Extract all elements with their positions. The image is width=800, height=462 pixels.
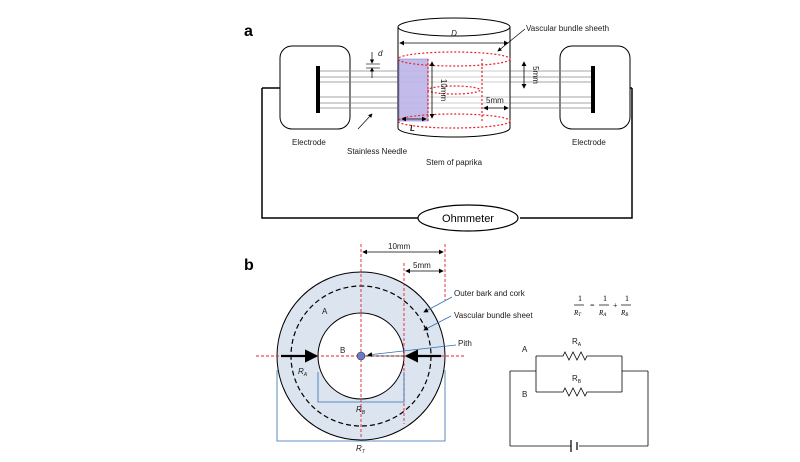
region-A-label: A: [322, 307, 328, 316]
circuit-R-B-label: RB: [572, 374, 582, 385]
eq-T: T: [578, 313, 582, 318]
R-A-label: RA: [298, 367, 308, 378]
circuit-R-A-label: RA: [572, 337, 582, 348]
outer-bark-pointer: [423, 296, 453, 313]
stem-cylinder-top: [397, 17, 511, 37]
R-B-subscript: B: [362, 410, 366, 416]
eq-numerator-3: 1: [625, 294, 629, 303]
panel-a-label: a: [244, 23, 253, 40]
eq-A: A: [602, 313, 607, 318]
circuit-node-A: A: [522, 345, 528, 354]
electrode-right-label: Electrode: [572, 138, 606, 147]
wire-right: [520, 88, 633, 219]
circuit-R-A-subscript: A: [578, 342, 582, 348]
circuit-R-A-symbol: R: [572, 337, 578, 346]
R-B-bracket: [317, 372, 405, 403]
circuit-R-B-subscript: B: [578, 379, 582, 385]
eq-R-B: R: [620, 309, 626, 317]
dim-L-label: L: [410, 124, 415, 133]
circuit-node-B: B: [522, 390, 527, 399]
electrode-left-box: [279, 45, 351, 130]
pith-center-dot: [356, 351, 366, 361]
vascular-bundle-region: [397, 51, 511, 129]
resistor-A: [536, 351, 622, 361]
R-T-bracket: [276, 370, 446, 442]
stainless-needle-pointer: [357, 113, 373, 130]
stem-of-paprika-label: Stem of paprika: [426, 158, 483, 167]
eq-plus: +: [613, 301, 618, 310]
panel-a: a Ohmmeter: [244, 17, 633, 232]
ohmmeter-label: Ohmmeter: [442, 213, 494, 225]
eq-numerator-2: 1: [603, 294, 607, 303]
eq-denominator-RB: RB: [620, 309, 628, 318]
electrode-left-label: Electrode: [292, 138, 326, 147]
eq-equals: =: [590, 301, 595, 310]
dim-5mm-vertical-label: 5mm: [531, 66, 540, 84]
dim-10mm-vertical-label: 10mm: [439, 79, 448, 102]
dim-10mm-label: 10mm: [388, 242, 411, 251]
dim-D-label: D: [451, 29, 457, 38]
panel-b: b 10mm 5mm A B RA RB: [244, 242, 533, 455]
eq-denominator-RT: RT: [573, 309, 582, 318]
panel-b-label: b: [244, 257, 254, 274]
stainless-needle-label: Stainless Needle: [347, 147, 408, 156]
R-T-label: RT: [356, 444, 366, 455]
ohmmeter: [417, 204, 519, 232]
vascular-bundle-sheet-label: Vascular bundle sheet: [454, 311, 533, 320]
R-T-symbol: R: [356, 444, 362, 453]
R-B-symbol: R: [356, 405, 362, 414]
equivalent-circuit: [509, 351, 649, 452]
pith-pointer: [367, 344, 457, 357]
region-B-label: B: [340, 346, 345, 355]
needle-penetration-region: [398, 58, 429, 122]
electrode-left-plate: [316, 66, 320, 113]
vascular-bundle-sheet-pointer: [423, 315, 452, 331]
R-A-subscript: A: [303, 372, 308, 378]
circuit-R-B-symbol: R: [572, 374, 578, 383]
vascular-bundle-sheeth-label: Vascular bundle sheeth: [526, 24, 609, 33]
R-T-subscript: T: [362, 449, 366, 455]
dim-5mm-horizontal-label: 5mm: [486, 96, 504, 105]
resistor-B: [536, 387, 622, 397]
parallel-resistance-equation: 1 RT = 1 RA + 1 RB: [573, 294, 631, 318]
dim-d-label: d: [378, 49, 383, 58]
R-A-symbol: R: [298, 367, 304, 376]
outer-bark-label: Outer bark and cork: [454, 289, 526, 298]
wire-left: [261, 88, 418, 219]
eq-denominator-RA: RA: [598, 309, 607, 318]
vascular-bundle-sheeth-pointer: [497, 28, 526, 52]
pith-label: Pith: [458, 339, 472, 348]
dim-5mm-label: 5mm: [413, 261, 431, 270]
eq-R-T: R: [573, 309, 579, 317]
eq-numerator-1: 1: [578, 294, 582, 303]
electrode-right-plate: [591, 66, 595, 113]
eq-R-A: R: [598, 309, 604, 317]
R-B-label: RB: [356, 405, 366, 416]
eq-B: B: [625, 313, 628, 318]
